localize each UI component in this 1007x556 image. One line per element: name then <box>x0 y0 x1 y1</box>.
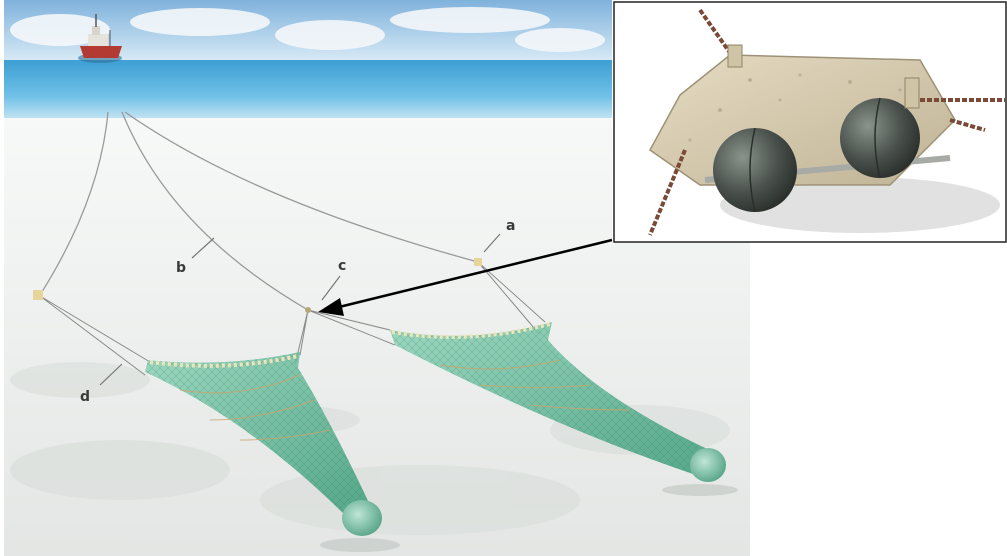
right-otter-board <box>474 258 482 266</box>
inset-sled-detail <box>614 2 1006 242</box>
right-codend <box>690 448 726 482</box>
sled-ball-right <box>840 98 920 178</box>
label-d: d <box>80 389 90 405</box>
label-c: c <box>338 258 346 274</box>
left-otter-board <box>33 290 43 300</box>
center-sled-marker <box>305 307 311 313</box>
sea-water <box>4 60 612 120</box>
label-a: a <box>506 218 515 234</box>
left-codend <box>342 500 382 536</box>
label-b: b <box>176 260 186 276</box>
sled-ball-left <box>713 128 797 212</box>
